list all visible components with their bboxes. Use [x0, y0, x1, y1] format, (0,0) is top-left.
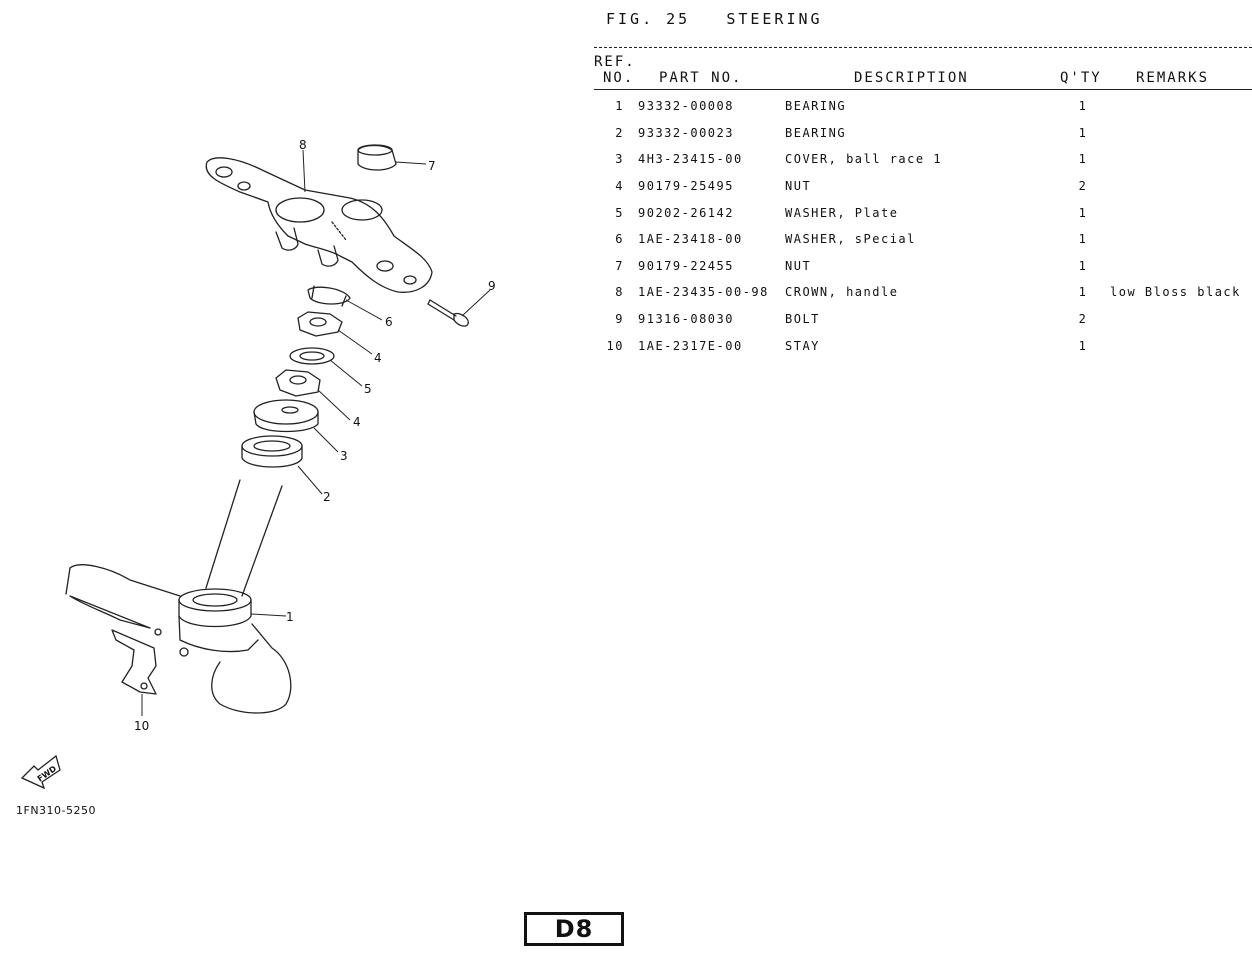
fwd-arrow-icon: FWD [20, 754, 61, 790]
row-part-no: 91316-08030 [638, 312, 734, 326]
callout-label: 1 [286, 610, 294, 624]
table-row: 10 1AE-2317E-00 STAY 1 [594, 339, 1252, 365]
table-header-rule [594, 89, 1252, 90]
callout-label: 3 [340, 449, 348, 463]
table-row: 5 90202-26142 WASHER, Plate 1 [594, 206, 1252, 232]
table-row: 4 90179-25495 NUT 2 [594, 179, 1252, 205]
callout-label: 5 [364, 382, 372, 396]
row-qty: 1 [1078, 99, 1088, 113]
bolt-drawing [427, 299, 469, 327]
stay-drawing [111, 629, 157, 695]
row-part-no: 1AE-23418-00 [638, 232, 743, 246]
drawing-code: 1FN310-5250 [16, 804, 97, 817]
figure-title: FIG. 25 STEERING [606, 10, 823, 28]
row-part-no: 93332-00008 [638, 99, 734, 113]
callout-label: 8 [299, 138, 307, 152]
table-row: 6 1AE-23418-00 WASHER, sPecial 1 [594, 232, 1252, 258]
row-part-no: 90179-22455 [638, 259, 734, 273]
callout-label: 10 [134, 719, 149, 733]
special-washer-drawing [307, 285, 351, 307]
callout-label: 6 [385, 315, 393, 329]
row-qty: 1 [1078, 339, 1088, 353]
table-row: 7 90179-22455 NUT 1 [594, 259, 1252, 285]
lower-nut-drawing [275, 369, 321, 397]
lower-bracket-drawing [65, 564, 292, 714]
row-qty: 1 [1078, 285, 1088, 299]
row-description: BEARING [785, 99, 847, 113]
row-part-no: 4H3-23415-00 [638, 152, 743, 166]
row-description: BOLT [785, 312, 820, 326]
callout-label: 9 [488, 279, 496, 293]
row-description: WASHER, Plate [785, 206, 899, 220]
row-qty: 1 [1078, 152, 1088, 166]
row-part-no: 1AE-2317E-00 [638, 339, 743, 353]
table-row: 1 93332-00008 BEARING 1 [594, 99, 1252, 125]
header-part-no: PART NO. [659, 70, 743, 86]
row-qty: 2 [1078, 179, 1088, 193]
row-remarks: low Bloss black [1110, 285, 1241, 299]
row-qty: 1 [1078, 206, 1088, 220]
steering-stem-drawing [205, 479, 283, 597]
row-ref: 3 [615, 152, 624, 166]
row-description: WASHER, sPecial [785, 232, 916, 246]
row-ref: 10 [606, 339, 624, 353]
row-part-no: 1AE-23435-00-98 [638, 285, 769, 299]
row-ref: 2 [615, 126, 624, 140]
lower-bearing-drawing [178, 588, 252, 628]
row-part-no: 90202-26142 [638, 206, 734, 220]
row-description: NUT [785, 259, 812, 273]
table-row: 9 91316-08030 BOLT 2 [594, 312, 1252, 338]
row-description: COVER, ball race 1 [785, 152, 943, 166]
plate-washer-drawing [289, 347, 335, 365]
row-ref: 8 [615, 285, 624, 299]
callout-label: 4 [353, 415, 361, 429]
row-description: STAY [785, 339, 820, 353]
callout-label: 7 [428, 159, 436, 173]
figure-label: FIG. 25 [606, 10, 691, 28]
table-row: 8 1AE-23435-00-98 CROWN, handle 1 low Bl… [594, 285, 1252, 311]
figure-name: STEERING [726, 10, 823, 28]
table-row: 2 93332-00023 BEARING 1 [594, 126, 1252, 152]
row-ref: 6 [615, 232, 624, 246]
table-row: 3 4H3-23415-00 COVER, ball race 1 1 [594, 152, 1252, 178]
ball-race-cover-drawing [253, 399, 319, 433]
header-no: NO. [603, 70, 635, 86]
header-remarks: REMARKS [1136, 70, 1210, 86]
row-qty: 1 [1078, 232, 1088, 246]
callout-label: 4 [374, 351, 382, 365]
row-ref: 1 [615, 99, 624, 113]
header-ref: REF. [594, 54, 636, 70]
page-number-box: D8 [524, 912, 624, 946]
row-description: NUT [785, 179, 812, 193]
upper-nut-drawing [297, 311, 343, 337]
handle-crown-drawing [205, 157, 433, 293]
row-ref: 4 [615, 179, 624, 193]
callout-label: 2 [323, 490, 331, 504]
header-qty: Q'TY [1060, 70, 1102, 86]
row-qty: 1 [1078, 126, 1088, 140]
cap-nut-drawing [357, 144, 397, 171]
steering-exploded-diagram: 8 7 9 6 4 5 4 3 2 1 10 FWD [20, 138, 496, 790]
row-qty: 1 [1078, 259, 1088, 273]
header-description: DESCRIPTION [854, 70, 969, 86]
row-ref: 7 [615, 259, 624, 273]
leader-lines [141, 149, 491, 716]
table-top-rule [594, 47, 1252, 48]
row-ref: 5 [615, 206, 624, 220]
upper-bearing-drawing [241, 435, 303, 468]
row-description: BEARING [785, 126, 847, 140]
row-description: CROWN, handle [785, 285, 899, 299]
row-qty: 2 [1078, 312, 1088, 326]
row-ref: 9 [615, 312, 624, 326]
row-part-no: 90179-25495 [638, 179, 734, 193]
row-part-no: 93332-00023 [638, 126, 734, 140]
page-number: D8 [554, 915, 594, 943]
callout-labels: 8 7 9 6 4 5 4 3 2 1 10 [134, 138, 496, 733]
